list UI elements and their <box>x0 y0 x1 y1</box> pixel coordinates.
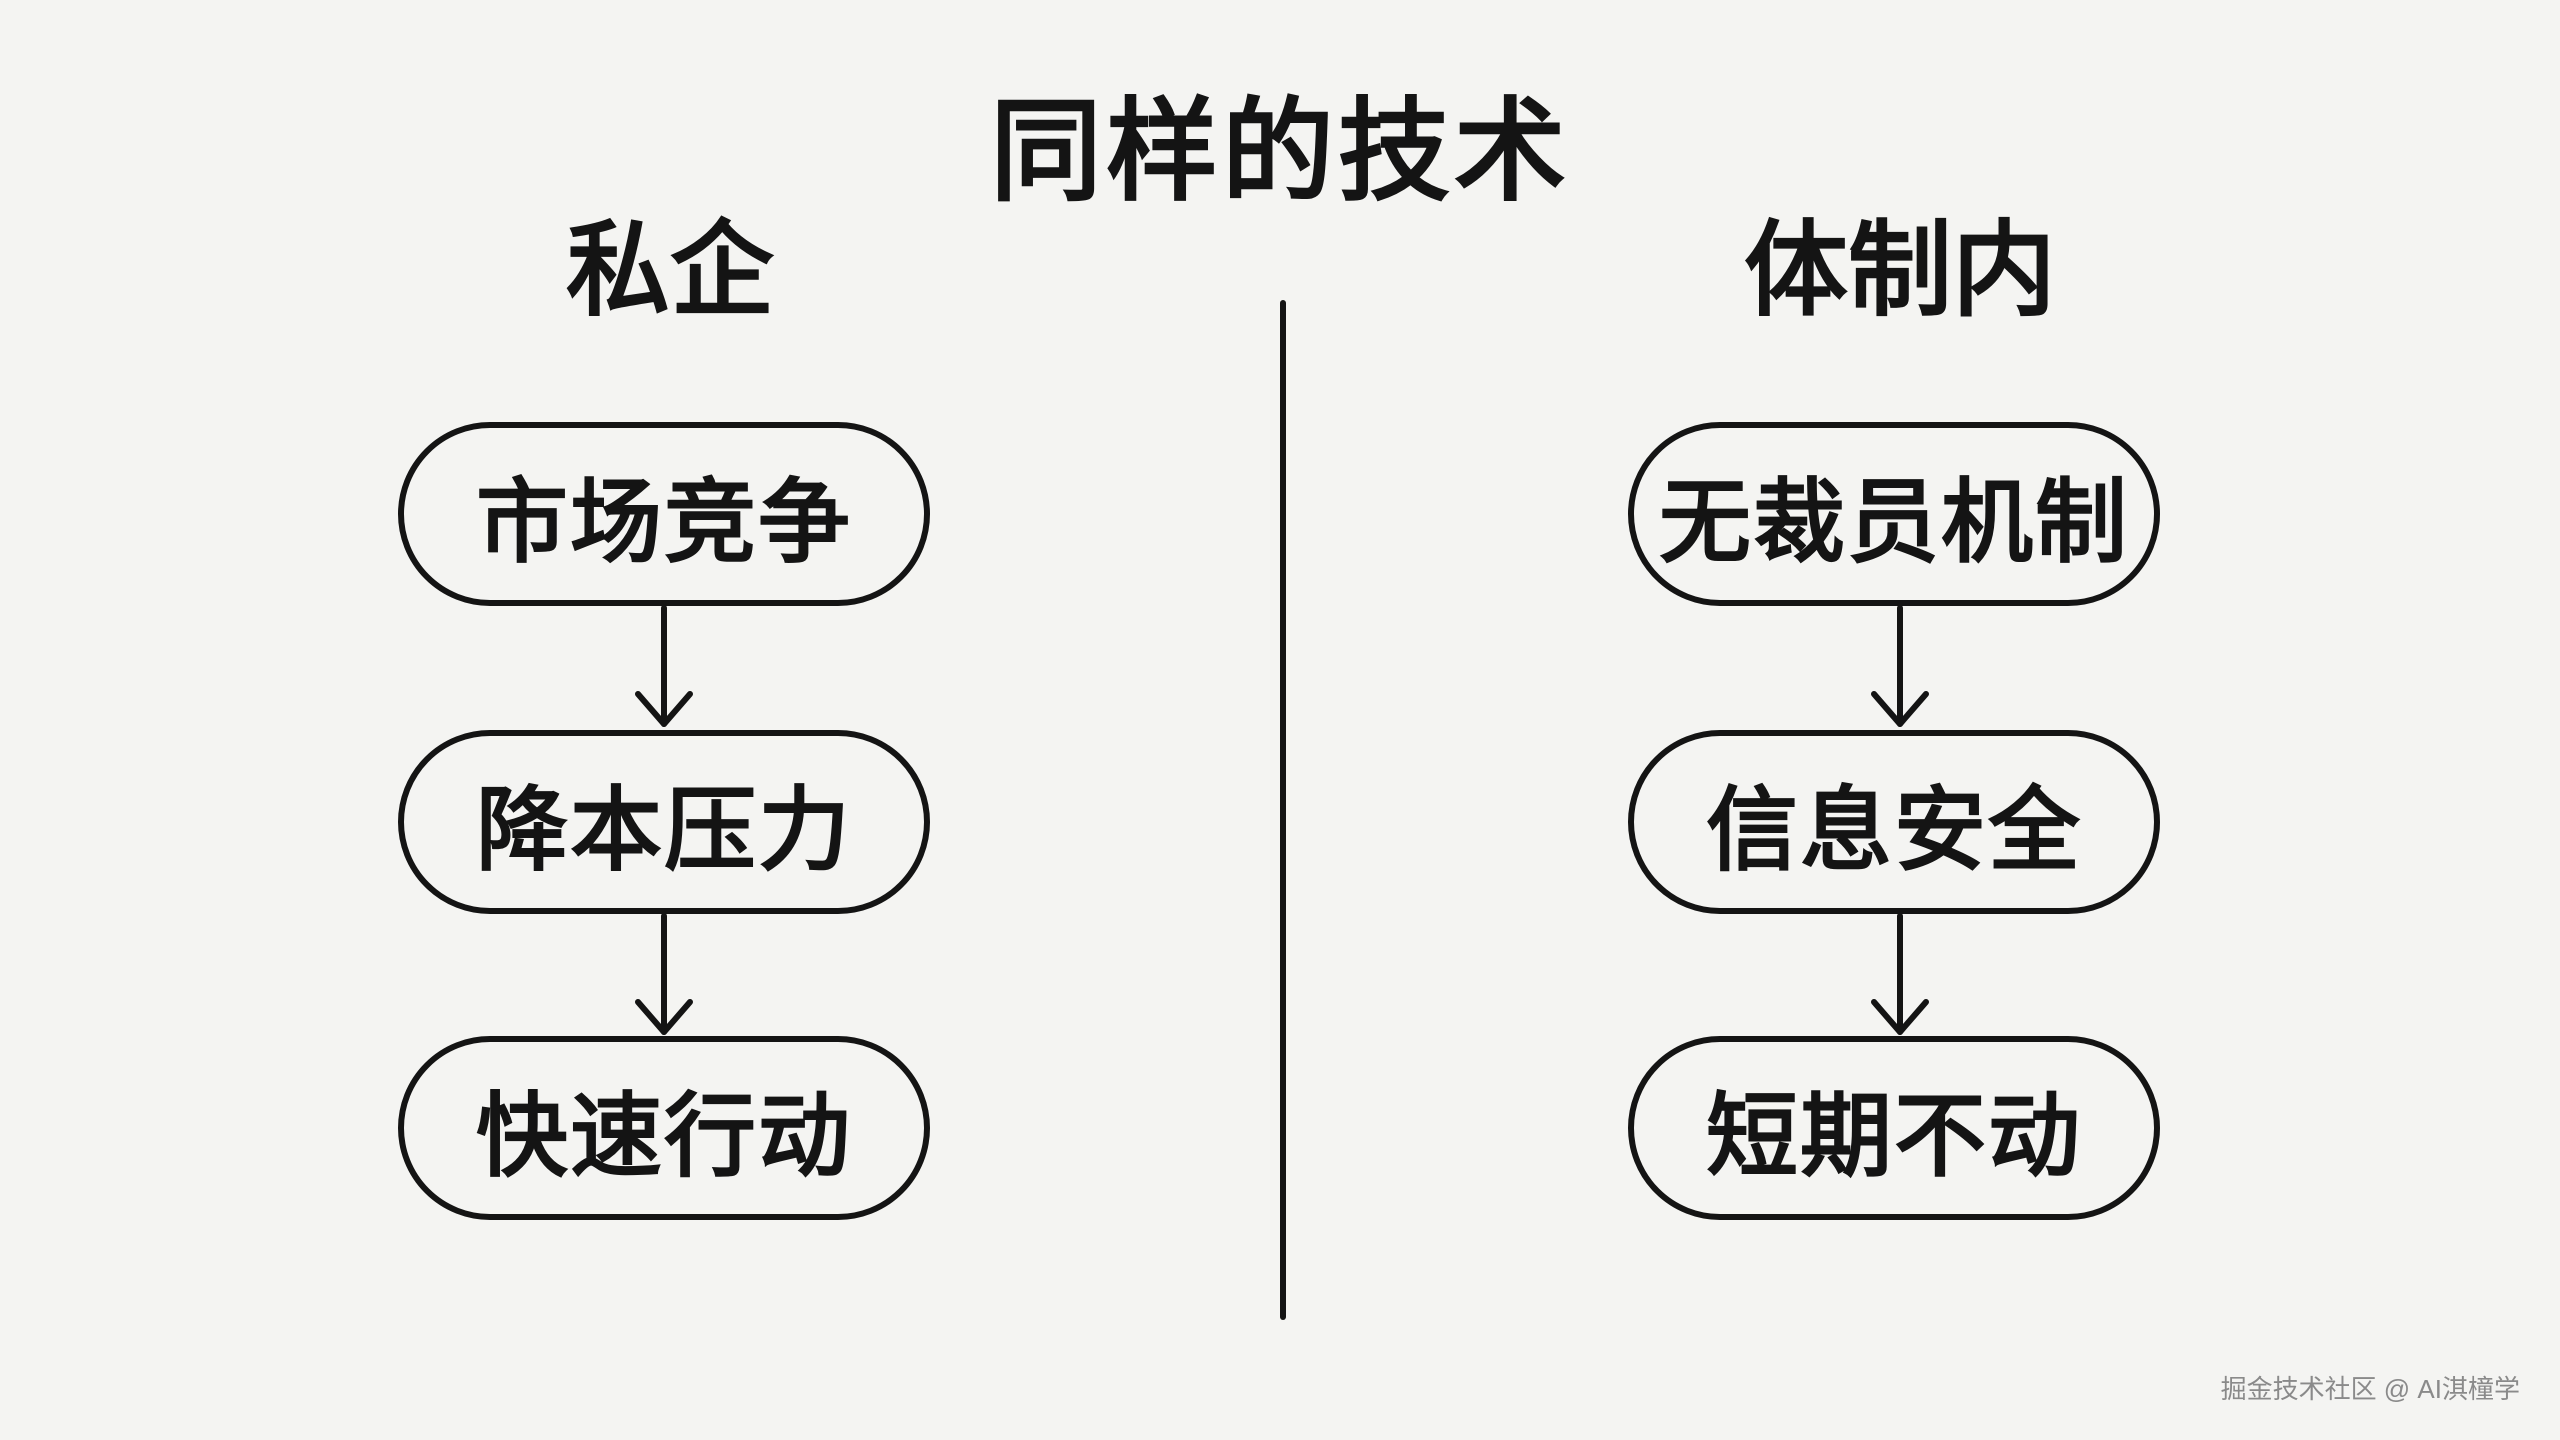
arrow-down-icon <box>635 914 693 1035</box>
right-step-1: 无裁员机制 <box>1628 422 2160 606</box>
arrow-down-icon <box>635 606 693 727</box>
left-step-3: 快速行动 <box>398 1036 930 1220</box>
left-column-heading: 私企 <box>565 209 774 331</box>
arrow-down-icon <box>1871 606 1929 727</box>
left-step-2: 降本压力 <box>398 730 930 914</box>
right-column-heading: 体制内 <box>1743 209 2056 331</box>
right-step-2: 信息安全 <box>1628 730 2160 914</box>
diagram-title: 同样的技术 <box>990 87 1570 217</box>
center-divider <box>1280 300 1286 1320</box>
arrow-down-icon <box>1871 914 1929 1035</box>
left-step-1: 市场竞争 <box>398 422 930 606</box>
watermark: 掘金技术社区 @ AI淇橦学 <box>2220 1374 2520 1404</box>
right-step-3: 短期不动 <box>1628 1036 2160 1220</box>
